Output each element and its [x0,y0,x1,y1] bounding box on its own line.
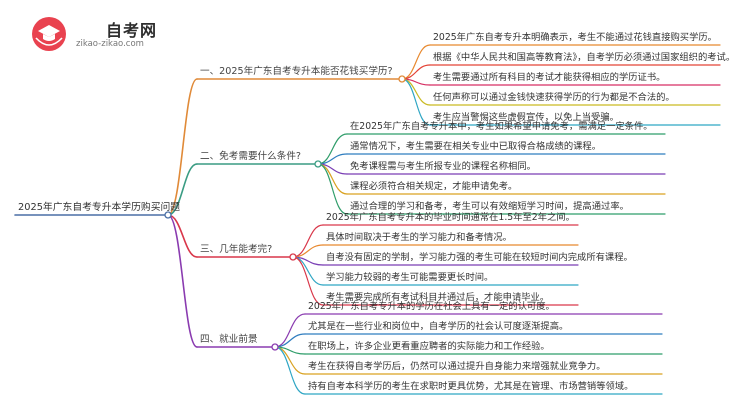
logo-url: zikao-zikao.com [76,39,144,49]
branch-1-leaf: 根据《中华人民共和国高等教育法》，自考学历必须通过国家组织的考试。 [433,52,736,63]
branch-2-leaf: 课程必须符合相关规定，才能申请免考。 [350,181,518,192]
leaf-connector [274,333,306,348]
root-node-label: 2025年广东自考专升本学历购买问题 [18,202,181,213]
branch-2-leaf: 免考课程需与考生所报专业的课程名称相同。 [350,161,536,172]
leaf-connector [292,224,324,258]
branch-2-leaf: 通常情况下，考生需要在相关专业中已取得合格成绩的课程。 [350,141,602,152]
branch-1-label: 一、2025年广东自考专升本能否花钱买学历? [200,66,393,77]
branch-4-leaf: 持有自考本科学历的考生在求职时更具优势，尤其是在管理、市场营销等领域。 [308,381,634,392]
branch-4-label: 四、就业前景 [200,334,258,345]
branch-connector [167,78,198,216]
branch-node-dot [271,343,279,351]
branch-3-label: 三、几年能考完? [200,244,273,255]
branch-4-leaf: 考生在获得自考学历后，仍然可以通过提升自身能力来增强就业竞争力。 [308,361,606,372]
branch-4-leaf: 尤其是在一些行业和岗位中，自考学历的社会认可度逐渐提高。 [308,321,569,332]
leaf-connector [292,256,324,306]
leaf-connector [401,64,431,80]
branch-2-leaf: 在2025年广东自考专升本中，考生如果希望申请免考，需满足一定条件。 [350,121,653,132]
branch-node-dot [289,253,297,261]
root-node-dot [164,211,172,219]
leaf-connector [274,313,306,348]
leaf-connector [401,44,431,80]
site-logo[interactable]: 自考网 zikao-zikao.com [30,15,190,55]
branch-node-dot [398,75,406,83]
branch-4-leaf: 在职场上，许多企业更看重应聘者的实际能力和工作经验。 [308,341,550,352]
branch-node-dot [314,160,322,168]
branch-3-leaf: 自考没有固定的学制，学习能力强的考生可能在较短时间内完成所有课程。 [326,252,633,263]
branch-2-label: 二、免考需要什么条件? [200,151,302,162]
branch-connector [167,214,198,348]
branch-3-leaf: 考生需要完成所有考试科目并通过后，才能申请毕业。 [326,292,550,303]
branch-connector [167,214,198,258]
branch-3-leaf: 2025年广东自考专升本的毕业时间通常在1.5年至2年之间。 [326,212,575,223]
branch-connector [167,163,198,216]
branch-3-leaf: 具体时间取决于考生的学习能力和备考情况。 [326,232,512,243]
branch-1-leaf: 任何声称可以通过金钱快速获得学历的行为都是不合法的。 [433,92,675,103]
branch-4-leaf: 2025年广东自考专升本的学历在社会上具有一定的认可度。 [308,301,555,312]
logo-title: 自考网 [106,21,158,40]
branch-1-leaf: 考生需要通过所有科目的考试才能获得相应的学历证书。 [433,72,666,83]
graduation-cap-icon [32,17,66,51]
branch-3-leaf: 学习能力较弱的考生可能需要更长时间。 [326,272,494,283]
branch-2-leaf: 通过合理的学习和备考，考生可以有效缩短学习时间，提高通过率。 [350,201,629,212]
leaf-connector [401,78,431,126]
leaf-connector [317,163,348,215]
branch-1-leaf: 考生应当警惕这些虚假宣传，以免上当受骗。 [433,112,619,123]
leaf-connector [274,346,306,395]
branch-1-leaf: 2025年广东自考专升本明确表示，考生不能通过花钱直接购买学历。 [433,32,717,43]
